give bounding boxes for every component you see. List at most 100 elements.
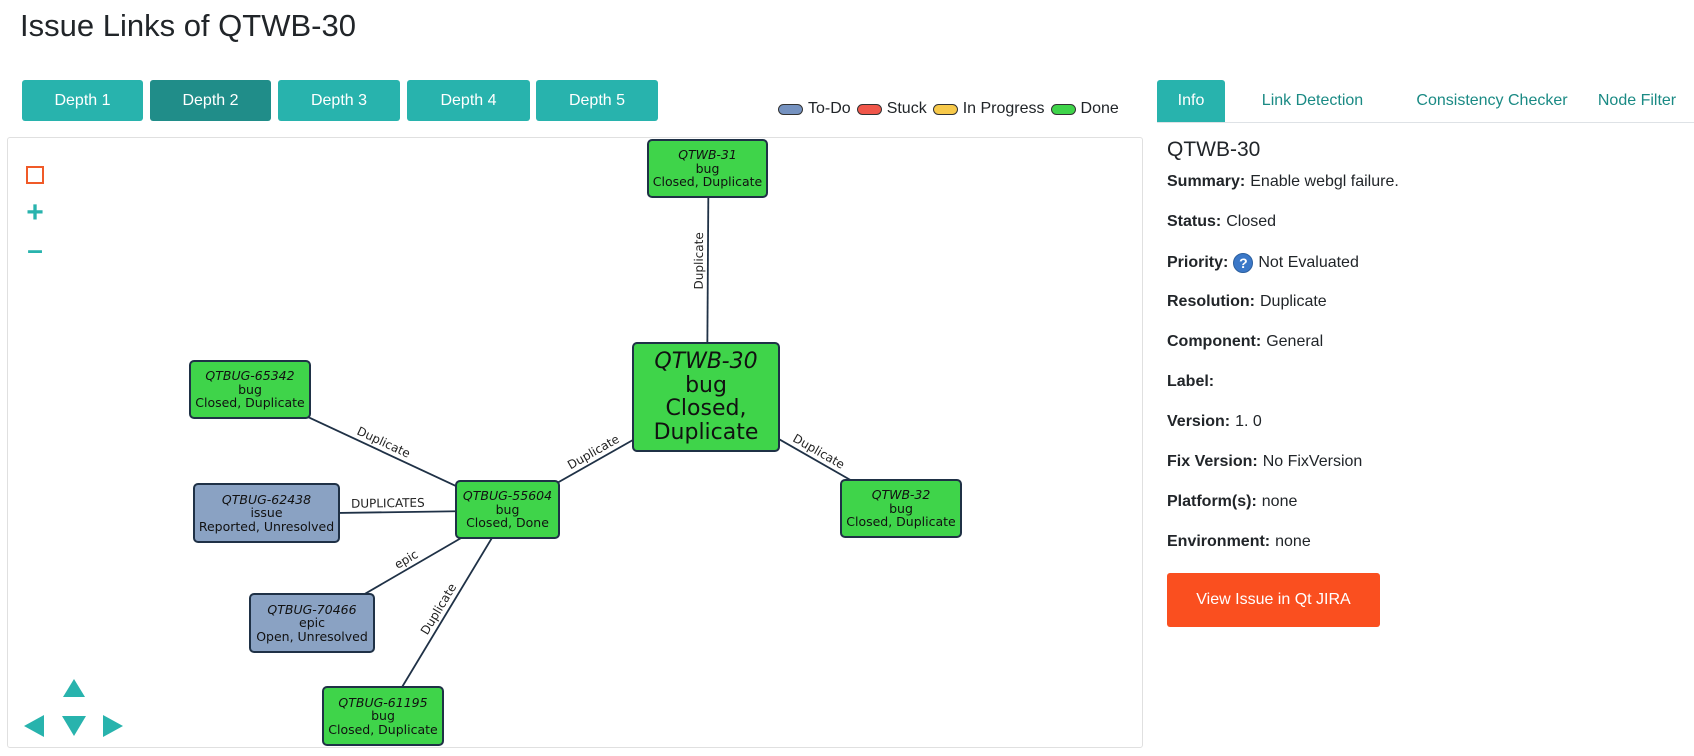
node-id: QTBUG-65342	[205, 368, 295, 384]
info-label: Fix Version:	[1167, 453, 1258, 470]
view-in-jira-button[interactable]: View Issue in Qt JIRA	[1167, 573, 1380, 627]
info-resolution: Resolution: Duplicate	[1167, 293, 1327, 311]
info-value: No FixVersion	[1262, 453, 1363, 470]
arrow-right-icon	[103, 715, 123, 737]
info-label: Component:	[1167, 333, 1262, 350]
info-label: Status:	[1167, 213, 1222, 230]
node-id: QTWB-31	[678, 147, 737, 163]
info-label: Version:	[1167, 413, 1231, 430]
legend-swatch-stuck	[856, 103, 882, 115]
info-label: Environment:	[1167, 533, 1271, 550]
info-value: none	[1275, 533, 1311, 550]
info-label: Resolution:	[1167, 293, 1255, 310]
page-title: Issue Links of QTWB-30	[20, 8, 356, 43]
help-icon[interactable]: ?	[1233, 253, 1254, 273]
arrow-up-icon	[63, 679, 85, 697]
graph-node-qtbug-61195[interactable]: QTBUG-61195 bug Closed, Duplicate	[322, 686, 444, 746]
tab-consistency-checker[interactable]: Consistency Checker	[1416, 92, 1568, 109]
legend-item-todo: To-Do	[778, 100, 851, 118]
info-version: Version: 1. 0	[1167, 413, 1262, 431]
node-status: Reported, Unresolved	[198, 518, 335, 534]
node-type: bug	[495, 501, 520, 517]
pan-left-button[interactable]	[22, 714, 46, 738]
node-id: QTBUG-70466	[267, 601, 357, 617]
node-type: bug	[238, 381, 262, 397]
info-value: General	[1266, 333, 1324, 350]
node-type: epic	[299, 615, 325, 631]
graph-node-qtwb-31[interactable]: QTWB-31 bug Closed, Duplicate	[647, 139, 768, 198]
info-label-field: Label:	[1167, 373, 1219, 391]
zoom-in-button[interactable]: +	[23, 196, 47, 229]
info-value: Enable webgl failure.	[1250, 173, 1399, 190]
info-label: Summary:	[1167, 173, 1246, 190]
node-id: QTBUG-61195	[338, 694, 428, 710]
node-status-resolution: Duplicate	[653, 419, 759, 445]
graph-node-qtbug-70466[interactable]: QTBUG-70466 epic Open, Unresolved	[249, 593, 375, 653]
graph-edges: DuplicateDuplicateDuplicateDuplicateDUPL…	[250, 169, 903, 718]
edge-label: DUPLICATES	[351, 496, 425, 511]
info-label: Platform(s):	[1167, 493, 1257, 510]
graph-node-qtwb-32[interactable]: QTWB-32 bug Closed, Duplicate	[840, 479, 962, 538]
plus-icon: +	[26, 196, 44, 229]
node-status: Open, Unresolved	[256, 628, 368, 644]
tabs-divider	[1157, 122, 1694, 123]
info-value: Not Evaluated	[1258, 254, 1359, 271]
legend-label-done: Done	[1080, 100, 1119, 117]
node-status: Closed, Duplicate	[328, 721, 438, 737]
node-status: Closed, Done	[466, 515, 549, 531]
depth-5-button[interactable]: Depth 5	[536, 80, 658, 121]
pan-right-button[interactable]	[101, 714, 125, 738]
depth-4-button[interactable]: Depth 4	[407, 80, 530, 121]
graph-node-qtbug-65342[interactable]: QTBUG-65342 bug Closed, Duplicate	[189, 360, 311, 419]
legend-item-in-progress: In Progress	[932, 100, 1045, 118]
legend-swatch-done	[1050, 103, 1076, 115]
node-id: QTWB-30	[654, 349, 758, 374]
info-value: Closed	[1226, 213, 1277, 230]
info-label: Label:	[1167, 373, 1215, 390]
issue-title: QTWB-30	[1167, 138, 1261, 161]
zoom-out-button[interactable]: –	[23, 234, 47, 265]
info-status: Status: Closed	[1167, 213, 1276, 231]
info-value: 1. 0	[1235, 413, 1262, 430]
pan-up-button[interactable]	[62, 677, 86, 699]
tab-link-detection[interactable]: Link Detection	[1261, 92, 1364, 109]
info-priority: Priority: ? Not Evaluated	[1167, 253, 1359, 273]
legend-label-todo: To-Do	[808, 100, 851, 117]
status-legend: To-Do Stuck In Progress Done	[778, 100, 1125, 118]
graph-node-qtbug-62438[interactable]: QTBUG-62438 issue Reported, Unresolved	[193, 483, 340, 543]
tab-info[interactable]: Info	[1157, 80, 1225, 122]
arrow-left-icon	[24, 715, 44, 737]
info-value: none	[1261, 493, 1298, 510]
depth-3-button[interactable]: Depth 3	[278, 80, 400, 121]
node-type: bug	[695, 160, 720, 176]
info-summary: Summary: Enable webgl failure.	[1167, 173, 1399, 191]
square-outline-icon	[26, 166, 44, 184]
edge-label: Duplicate	[418, 581, 460, 637]
graph-node-qtbug-55604[interactable]: QTBUG-55604 bug Closed, Done	[455, 480, 560, 539]
arrow-down-icon	[62, 716, 86, 736]
depth-1-button[interactable]: Depth 1	[22, 80, 143, 121]
depth-2-button[interactable]: Depth 2	[150, 80, 271, 121]
legend-item-stuck: Stuck	[856, 100, 927, 118]
node-id: QTBUG-55604	[462, 488, 553, 504]
node-status: Closed, Duplicate	[846, 514, 956, 530]
tab-node-filter[interactable]: Node Filter	[1597, 92, 1677, 109]
fit-view-button[interactable]	[25, 165, 45, 185]
info-fix-version: Fix Version: No FixVersion	[1167, 453, 1362, 471]
info-label: Priority:	[1167, 254, 1229, 271]
node-status: Closed, Duplicate	[652, 174, 763, 190]
legend-swatch-in-progress	[932, 103, 958, 115]
pan-down-button[interactable]	[61, 714, 87, 738]
edge-label: epic	[392, 547, 421, 572]
node-status: Closed, Duplicate	[195, 395, 305, 411]
node-id: QTWB-32	[871, 487, 931, 503]
legend-item-done: Done	[1050, 100, 1119, 118]
node-status: Closed,	[665, 396, 747, 421]
node-type: bug	[685, 372, 727, 398]
minus-icon: –	[27, 234, 43, 265]
legend-label-stuck: Stuck	[886, 100, 927, 117]
node-type: issue	[250, 505, 283, 521]
graph-node-qtwb-30[interactable]: QTWB-30 bug Closed, Duplicate	[632, 342, 780, 452]
info-platforms: Platform(s): none	[1167, 493, 1297, 511]
